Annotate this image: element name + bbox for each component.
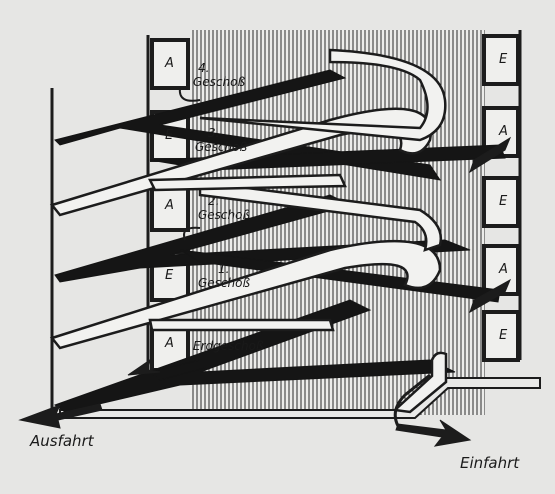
light-ramps xyxy=(49,48,448,414)
left-letter-3: A xyxy=(164,198,174,213)
right-letter-4: A xyxy=(498,262,508,277)
left-frame xyxy=(50,35,190,410)
left-letter-2: E xyxy=(165,128,174,143)
right-letter-1: E xyxy=(499,52,508,67)
entry-label: Einfahrt xyxy=(460,454,520,472)
left-letter-4: E xyxy=(165,268,174,283)
flow-arrows xyxy=(18,87,512,447)
left-letter-5: A xyxy=(164,336,174,351)
right-letter-3: E xyxy=(499,194,508,209)
floor-label-3-number: 3. xyxy=(208,126,219,140)
floor-label-2-word: Geschoß xyxy=(198,208,250,222)
floor-label-ground: Erdgeschoß xyxy=(193,339,264,353)
left-letter-1: A xyxy=(164,56,174,71)
right-letter-2: A xyxy=(498,124,508,139)
floor-label-1-number: 1. xyxy=(218,262,229,276)
right-letter-5: E xyxy=(499,328,508,343)
exit-label: Ausfahrt xyxy=(29,432,95,450)
floor-label-3-word: Geschoß xyxy=(195,140,247,154)
floor-label-4-number: 4. xyxy=(198,61,209,75)
floor-label-2-number: 2. xyxy=(208,194,219,208)
floor-label-1-word: Geschoß xyxy=(198,276,250,290)
floor-label-4-word: Geschoß xyxy=(193,75,245,89)
